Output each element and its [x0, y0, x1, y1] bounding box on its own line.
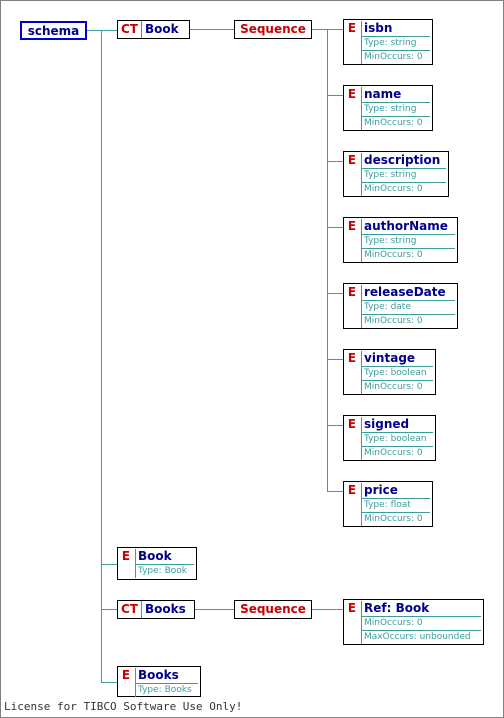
element-name: price — [361, 483, 430, 498]
element-badge: E — [347, 219, 357, 233]
element-name: description — [361, 153, 446, 168]
element-type: Type: float — [361, 498, 430, 512]
element-badge: E — [347, 601, 357, 615]
element-book[interactable]: E Book Type: Book — [117, 547, 197, 580]
element-name: vintage — [361, 351, 433, 366]
element-badge: E — [347, 285, 357, 299]
sequence-node[interactable]: Sequence — [234, 20, 312, 39]
element-max-occurs: MaxOccurs: unbounded — [361, 630, 481, 644]
element-min-occurs: MinOccurs: 0 — [361, 248, 455, 262]
element-release-date[interactable]: E releaseDate Type: date MinOccurs: 0 — [343, 283, 458, 329]
element-min-occurs: MinOccurs: 0 — [361, 50, 430, 64]
element-type: Type: boolean — [361, 366, 433, 380]
element-description[interactable]: E description Type: string MinOccurs: 0 — [343, 151, 449, 197]
element-author-name[interactable]: E authorName Type: string MinOccurs: 0 — [343, 217, 458, 263]
complex-type-book[interactable]: CT Book — [117, 20, 190, 39]
ct-badge: CT — [118, 601, 142, 618]
element-badge: E — [347, 351, 357, 365]
element-name: Book — [135, 549, 194, 564]
sequence-node[interactable]: Sequence — [234, 600, 312, 619]
schema-node[interactable]: schema — [20, 21, 87, 40]
element-min-occurs: MinOccurs: 0 — [361, 182, 446, 196]
complex-type-books[interactable]: CT Books — [117, 600, 195, 619]
element-name-field[interactable]: E name Type: string MinOccurs: 0 — [343, 85, 433, 131]
element-type: Type: string — [361, 36, 430, 50]
element-name: releaseDate — [361, 285, 455, 300]
element-min-occurs: MinOccurs: 0 — [361, 314, 455, 328]
element-name: Books — [135, 668, 198, 683]
element-min-occurs: MinOccurs: 0 — [361, 446, 433, 460]
element-badge: E — [347, 21, 357, 35]
element-name: signed — [361, 417, 433, 432]
element-min-occurs: MinOccurs: 0 — [361, 116, 430, 130]
element-type: Type: string — [361, 168, 446, 182]
element-badge: E — [121, 549, 131, 563]
element-type: Type: string — [361, 234, 455, 248]
element-type: Type: Book — [135, 564, 194, 578]
element-type: Type: string — [361, 102, 430, 116]
element-badge: E — [347, 153, 357, 167]
element-name: isbn — [361, 21, 430, 36]
element-name: name — [361, 87, 430, 102]
license-notice: License for TIBCO Software Use Only! — [4, 700, 243, 713]
element-name: Ref: Book — [361, 601, 481, 616]
element-badge: E — [347, 417, 357, 431]
element-type: Type: boolean — [361, 432, 433, 446]
element-price[interactable]: E price Type: float MinOccurs: 0 — [343, 481, 433, 527]
element-badge: E — [347, 87, 357, 101]
complex-type-name: Book — [145, 22, 179, 36]
element-badge: E — [347, 483, 357, 497]
element-type: Type: Books — [135, 683, 198, 697]
element-signed[interactable]: E signed Type: boolean MinOccurs: 0 — [343, 415, 436, 461]
element-books[interactable]: E Books Type: Books — [117, 666, 201, 697]
ct-badge: CT — [118, 21, 142, 38]
element-min-occurs: MinOccurs: 0 — [361, 512, 430, 526]
element-min-occurs: MinOccurs: 0 — [361, 380, 433, 394]
element-name: authorName — [361, 219, 455, 234]
element-isbn[interactable]: E isbn Type: string MinOccurs: 0 — [343, 19, 433, 65]
element-ref-book[interactable]: E Ref: Book MinOccurs: 0 MaxOccurs: unbo… — [343, 599, 484, 645]
element-badge: E — [121, 668, 131, 682]
complex-type-name: Books — [145, 602, 186, 616]
element-type: Type: date — [361, 300, 455, 314]
element-min-occurs: MinOccurs: 0 — [361, 616, 481, 630]
element-vintage[interactable]: E vintage Type: boolean MinOccurs: 0 — [343, 349, 436, 395]
